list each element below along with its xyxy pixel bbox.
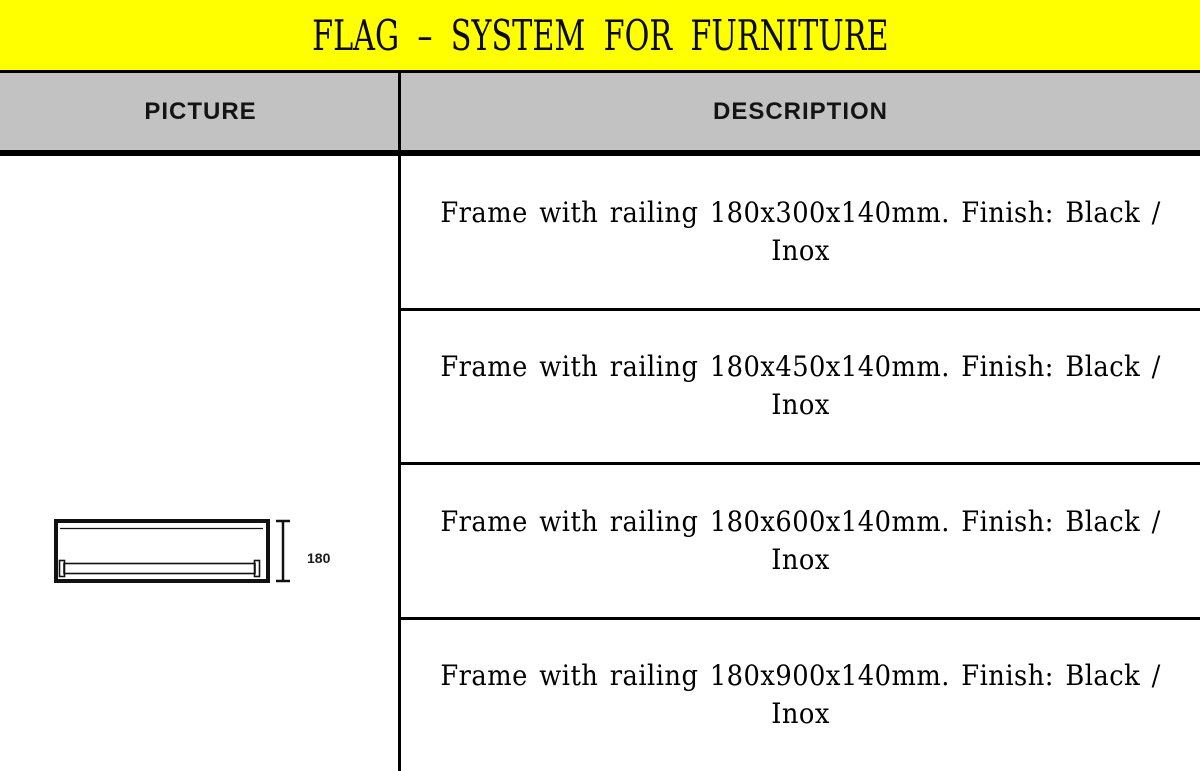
frame-drawing: 180 bbox=[54, 519, 331, 583]
title-banner: FLAG – SYSTEM FOR FURNITURE bbox=[0, 0, 1200, 70]
description-row: Frame with railing 180x900x140mm. Finish… bbox=[401, 616, 1200, 771]
column-divider bbox=[398, 70, 401, 771]
railing-left-end bbox=[58, 559, 66, 578]
column-header-picture: PICTURE bbox=[0, 73, 401, 150]
description-text: Frame with railing 180x450x140mm. Finish… bbox=[440, 350, 1161, 422]
railing-bar bbox=[63, 562, 256, 575]
column-header-description: DESCRIPTION bbox=[401, 73, 1200, 150]
description-text: Frame with railing 180x600x140mm. Finish… bbox=[440, 504, 1161, 576]
description-column: Frame with railing 180x300x140mm. Finish… bbox=[401, 156, 1200, 771]
description-text: Frame with railing 180x900x140mm. Finish… bbox=[440, 659, 1161, 731]
dimension-label: 180 bbox=[307, 550, 331, 566]
railing-right-end bbox=[253, 559, 261, 578]
description-row: Frame with railing 180x600x140mm. Finish… bbox=[401, 462, 1200, 617]
description-row: Frame with railing 180x450x140mm. Finish… bbox=[401, 307, 1200, 463]
column-header-picture-label: PICTURE bbox=[144, 97, 257, 125]
frame-outline bbox=[54, 519, 270, 583]
picture-cell: 180 bbox=[0, 156, 401, 771]
description-text: Frame with railing 180x300x140mm. Finish… bbox=[440, 195, 1161, 267]
page-title: FLAG – SYSTEM FOR FURNITURE bbox=[311, 10, 889, 60]
description-row: Frame with railing 180x300x140mm. Finish… bbox=[401, 156, 1200, 308]
column-header-description-label: DESCRIPTION bbox=[712, 97, 888, 125]
table-body: 180 Frame with railing 180x300x140mm. Fi… bbox=[0, 156, 1200, 771]
table-header-row: PICTURE DESCRIPTION bbox=[0, 70, 1200, 156]
